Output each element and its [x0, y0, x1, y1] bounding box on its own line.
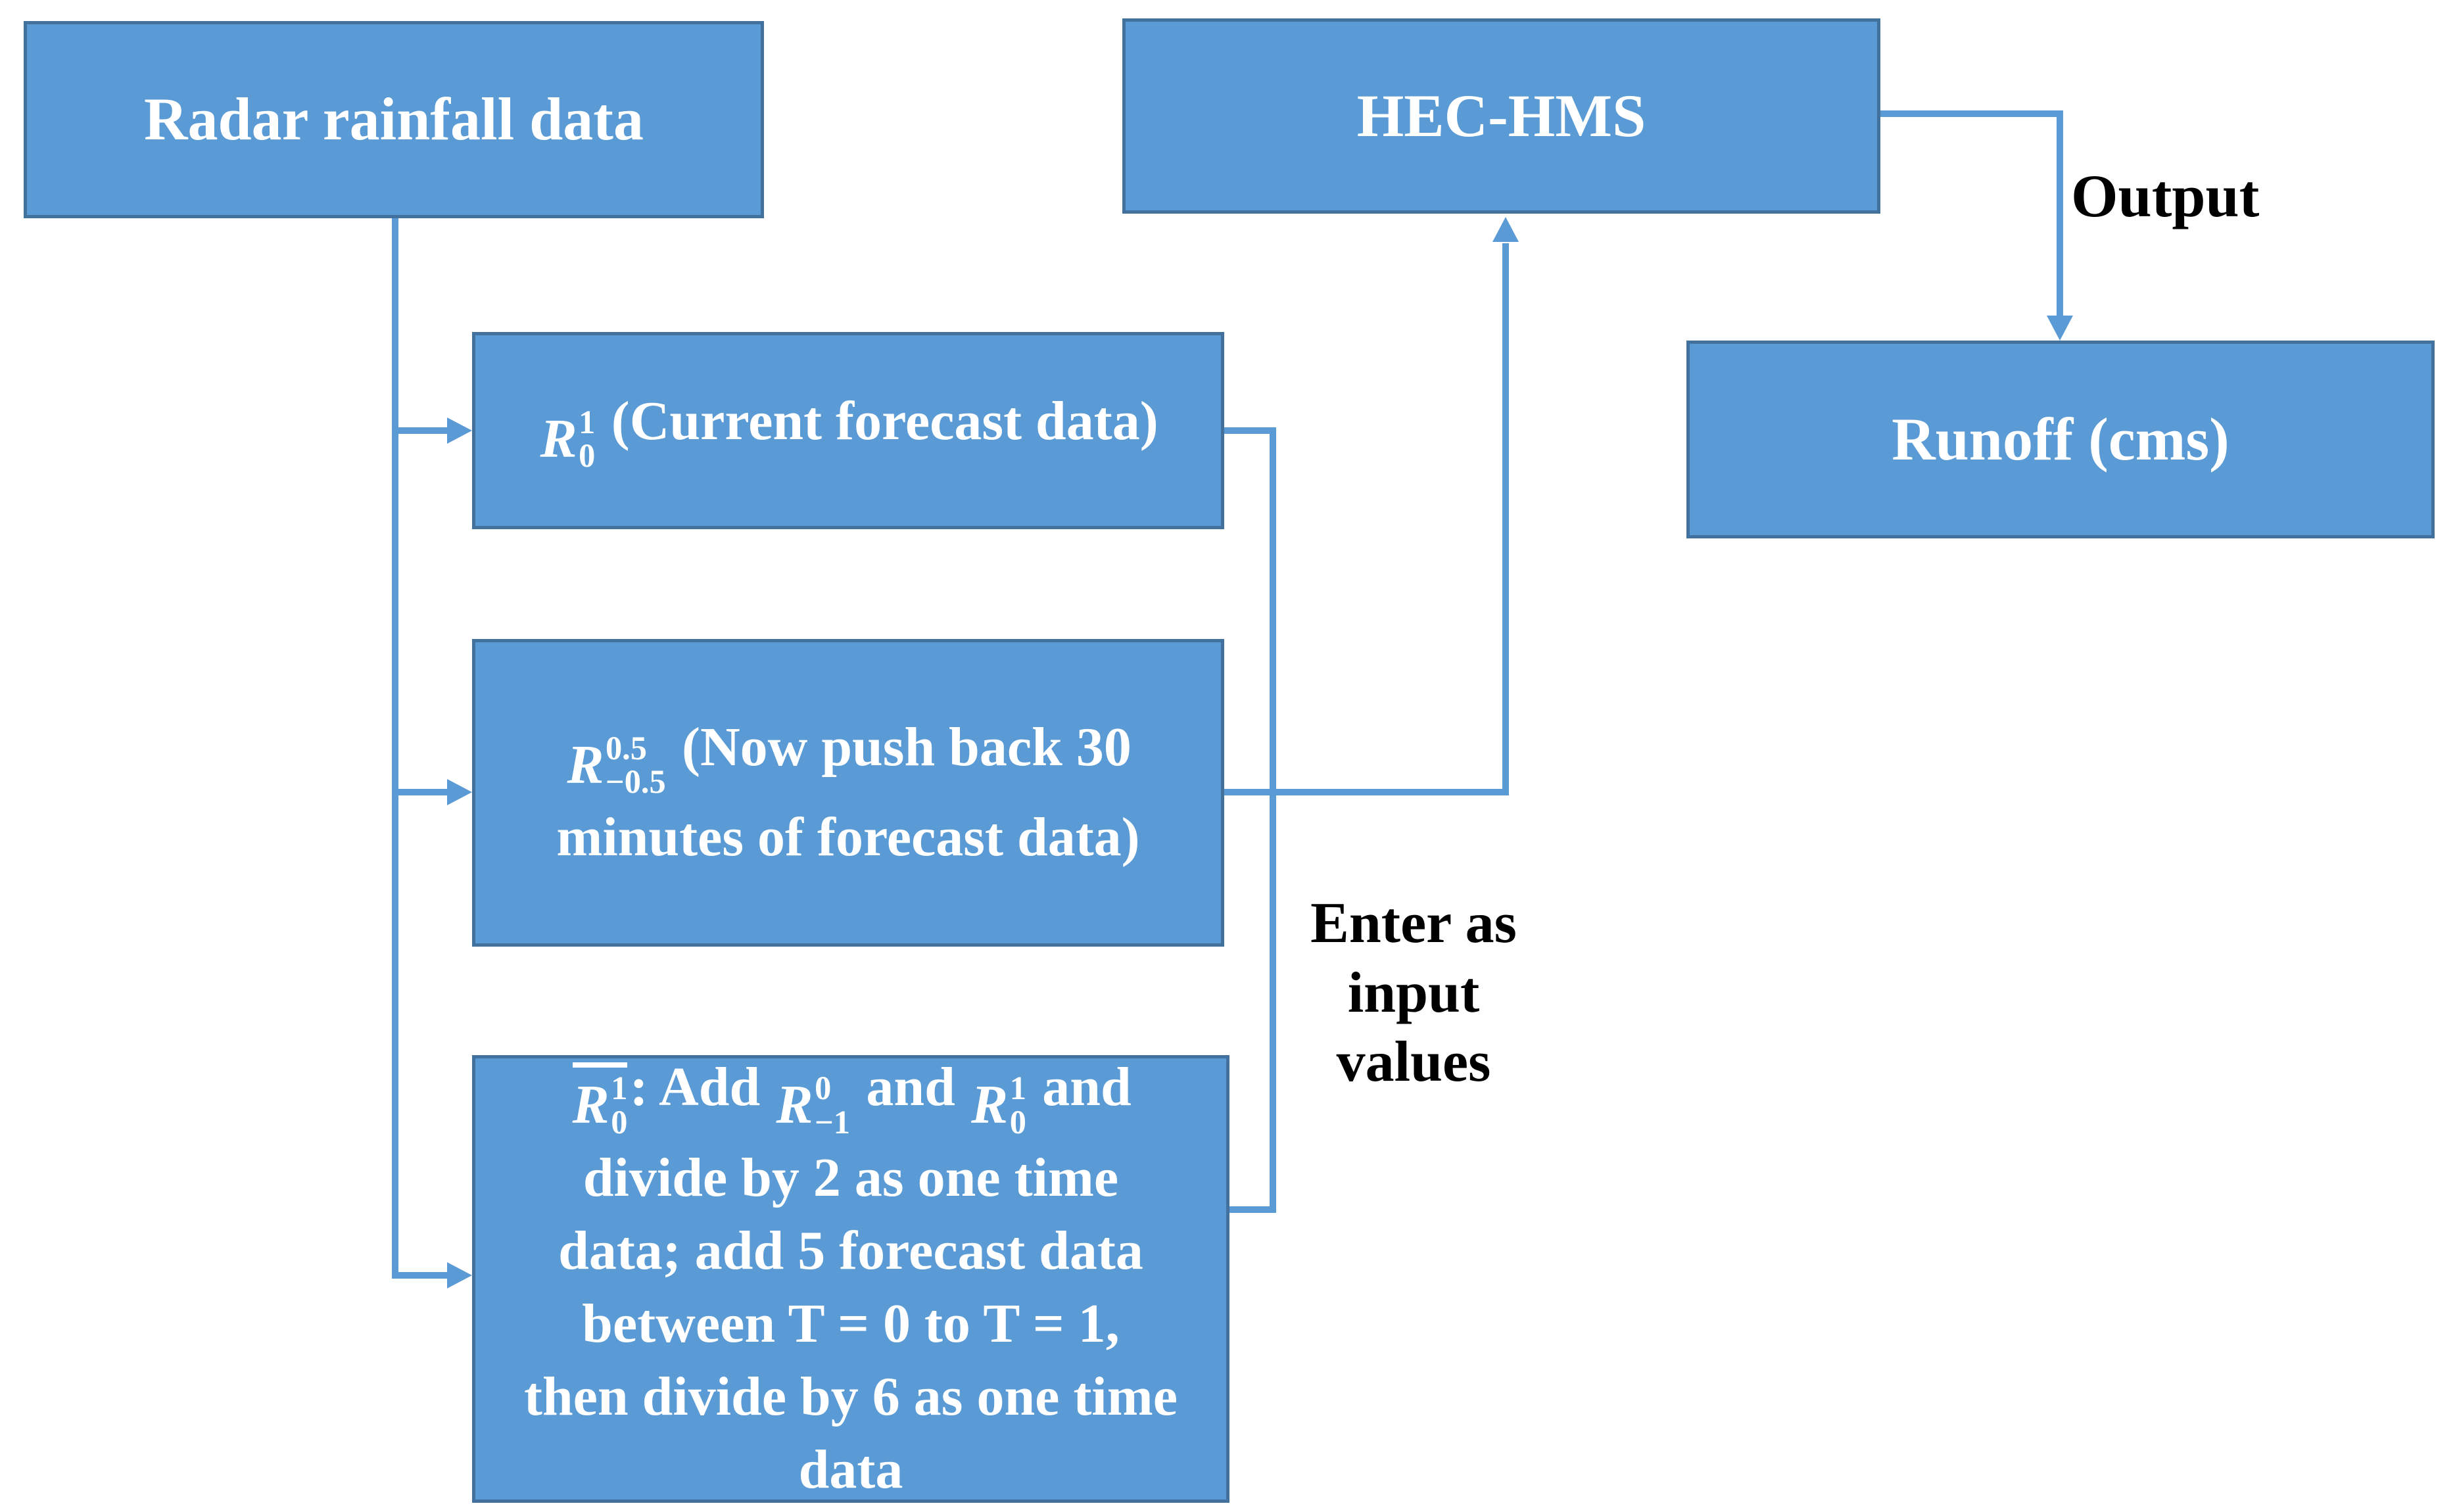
- connector-radar-to-averaged: [392, 218, 448, 1279]
- enter-as-input-values-label: Enter as input values: [1282, 889, 1545, 1097]
- node-radar-label: Radar rainfall data: [144, 85, 644, 153]
- arrowhead-into-hechms-icon: [1492, 217, 1519, 242]
- enter-label-line-1: Enter as: [1310, 891, 1517, 955]
- connector-current-to-averaged: [1224, 427, 1276, 1213]
- output-label: Output: [2071, 162, 2260, 229]
- enter-label-line-2: input: [1347, 960, 1480, 1025]
- arrowhead-into-pushback-icon: [447, 779, 472, 805]
- arrowhead-into-runoff-icon: [2047, 316, 2073, 341]
- node-runoff-cms: Runoff (cms): [1686, 341, 2435, 538]
- arrowhead-into-averaged-icon: [447, 1262, 472, 1288]
- node-radar-rainfall-data: Radar rainfall data: [24, 21, 764, 218]
- arrowhead-into-current-icon: [447, 417, 472, 444]
- connector-inputs-to-hechms: [1224, 243, 1509, 795]
- node-hechms-label: HEC-HMS: [1356, 82, 1646, 149]
- enter-label-line-3: values: [1336, 1030, 1491, 1095]
- node-runoff-label: Runoff (cms): [1892, 405, 2229, 473]
- node-hec-hms: HEC-HMS: [1122, 18, 1880, 214]
- connector-hechms-to-runoff: [1880, 110, 2063, 317]
